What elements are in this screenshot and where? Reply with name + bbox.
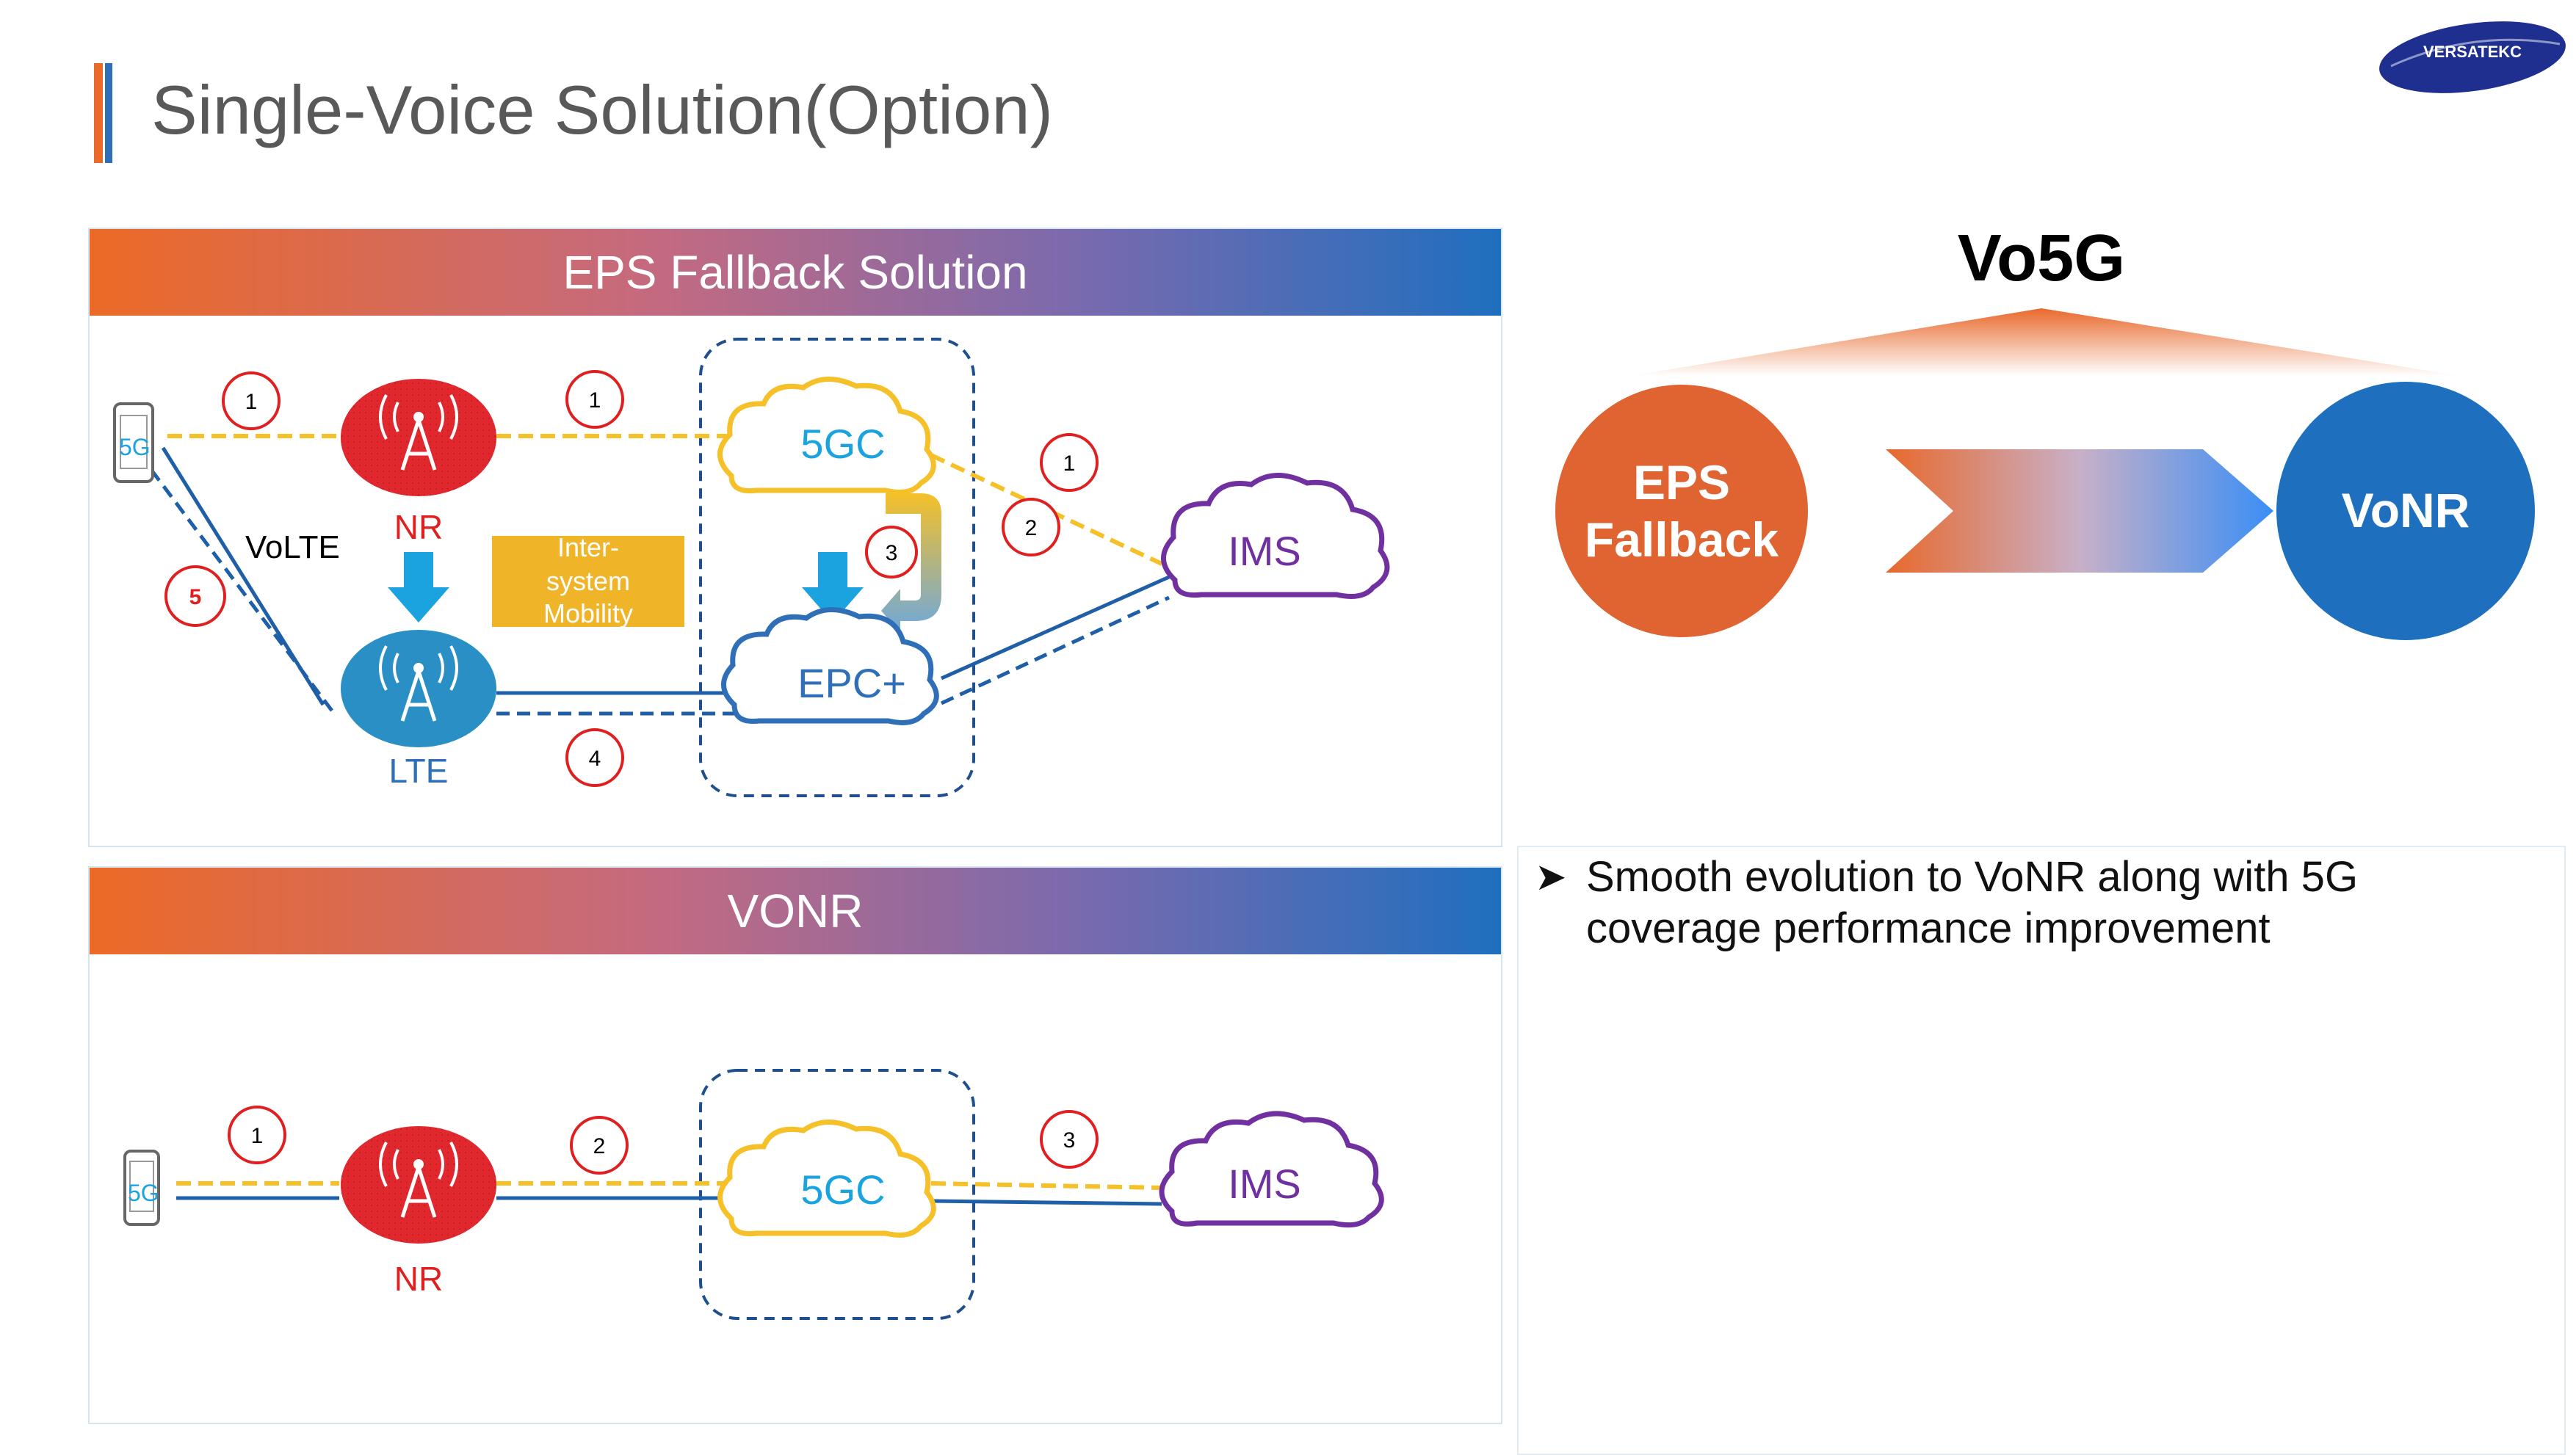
eps-5gc-cloud-icon	[717, 377, 936, 495]
title-accent-blue	[105, 63, 112, 163]
fallback-curved-arrow-icon	[881, 493, 941, 633]
network-diagram: 5G NR LTE VoLTE Inter- system Mobility 5…	[113, 338, 1390, 1320]
vonr-ue-phone-icon	[123, 1150, 160, 1226]
eps-fallback-line2: Fallback	[1585, 512, 1779, 567]
epc-label: EPC+	[797, 660, 906, 706]
vo5g-roof	[1630, 308, 2460, 376]
epc-ims-dashed-line	[940, 595, 1171, 705]
step-circle: 1	[222, 371, 281, 430]
svg-text:3: 3	[886, 541, 898, 565]
eps-fallback-line1: EPS	[1633, 455, 1730, 509]
svg-text:1: 1	[589, 388, 601, 413]
eps-ue-label: 5G	[119, 434, 151, 460]
svg-text:4: 4	[589, 747, 601, 771]
nr-tower-icon	[341, 379, 496, 496]
vonr-ims-label: IMS	[1228, 1161, 1301, 1207]
eps-fallback-title: EPS Fallback Solution	[90, 229, 1501, 316]
svg-text:2: 2	[1025, 516, 1038, 540]
eps-5gc-label: 5GC	[800, 421, 885, 467]
ue-phone-icon	[113, 402, 154, 483]
eps-ims-cloud-icon	[1161, 473, 1390, 599]
vo5g-title: Vo5G	[1958, 222, 2125, 295]
step-circle: 2	[570, 1116, 629, 1175]
bullet-arrow-icon: ➤	[1535, 856, 1567, 899]
epc-ims-line	[940, 575, 1171, 681]
eps-fallback-circle	[1555, 385, 1808, 637]
vo5g-evolution-graphic: Vo5G EPS Fallback VoNR	[1555, 222, 2535, 640]
eps-nr-label: NR	[394, 508, 443, 546]
vonr-ims-cloud-icon	[1159, 1111, 1384, 1228]
volte-label: VoLTE	[245, 529, 340, 565]
5gc-to-epc-arrow-icon	[802, 552, 864, 623]
svg-text:1: 1	[1063, 451, 1076, 476]
ism-line2: system	[546, 566, 630, 596]
step-circle: 4	[565, 728, 624, 787]
vonr-circle-label: VoNR	[2342, 483, 2470, 537]
vonr-nr-label: NR	[394, 1260, 443, 1298]
vonr-nr-tower-icon	[341, 1126, 496, 1244]
step-circle: 2	[1002, 498, 1060, 556]
vonr-5gc-cloud-icon	[717, 1120, 936, 1238]
svg-text:3: 3	[1063, 1128, 1076, 1153]
inter-system-mobility-box	[492, 536, 684, 627]
bullet-text: Smooth evolution to VoNR along with 5G c…	[1586, 853, 2359, 952]
ue-lte-dashed-line	[150, 468, 333, 712]
vonr-5gc-ims-line	[930, 1199, 1162, 1206]
svg-text:1: 1	[245, 390, 258, 414]
vonr-title: VONR	[90, 868, 1501, 954]
svg-text:2: 2	[593, 1134, 606, 1158]
vonr-ue-label: 5G	[128, 1180, 159, 1206]
page-title: Single-Voice Solution(Option)	[151, 71, 1053, 148]
step-circle: 3	[865, 526, 918, 578]
vonr-core-network-box	[699, 1069, 975, 1320]
title-accent-orange	[94, 63, 103, 163]
svg-text:1: 1	[251, 1124, 264, 1148]
step-circle: 3	[1040, 1110, 1099, 1169]
step-circle: 1	[228, 1106, 286, 1164]
evolution-arrow-icon	[1886, 449, 2273, 573]
eps-ims-label: IMS	[1228, 528, 1301, 574]
vonr-circle	[2276, 382, 2535, 640]
company-logo: VERSATEKC	[2379, 21, 2566, 93]
vonr-5gc-label: 5GC	[800, 1166, 885, 1213]
ism-line1: Inter-	[557, 532, 619, 562]
vonr-5gc-ims-signal-line	[930, 1181, 1162, 1190]
svg-text:5: 5	[189, 585, 202, 609]
step-circle: 1	[1040, 433, 1099, 492]
nr-to-lte-arrow-icon	[388, 552, 449, 623]
lte-tower-icon	[341, 630, 496, 747]
ue-lte-line	[161, 446, 325, 706]
epc-cloud-icon	[721, 607, 939, 725]
logo-text: VERSATEKC	[2423, 43, 2522, 61]
step-circle: 1	[565, 370, 624, 429]
5gc-ims-signal-line	[930, 453, 1163, 566]
ism-line3: Mobility	[543, 598, 633, 628]
eps-lte-label: LTE	[389, 752, 449, 790]
core-network-box	[699, 338, 975, 797]
step-circle: 5	[164, 565, 226, 627]
